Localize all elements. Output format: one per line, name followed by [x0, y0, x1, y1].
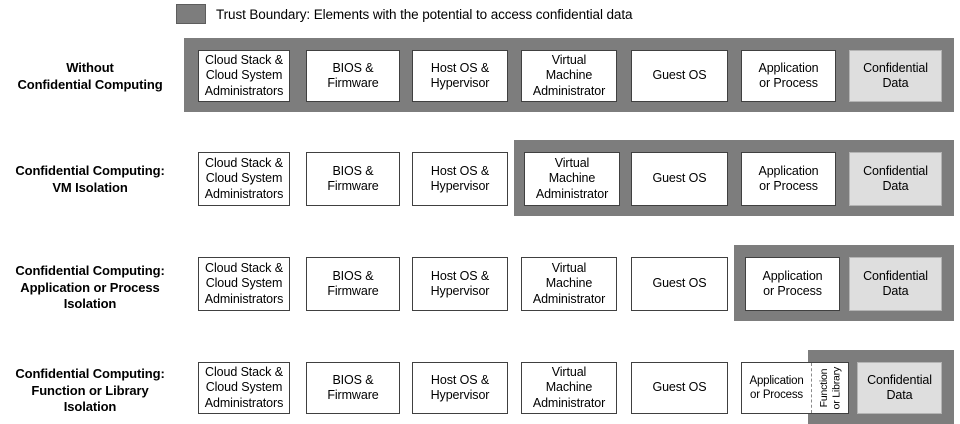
legend-label: Trust Boundary: Elements with the potent… [216, 6, 633, 22]
row-label-line: Without [66, 60, 114, 75]
row-label-without-confidential-computing: Without Confidential Computing [0, 60, 180, 93]
row-label-line: Confidential Computing: [15, 263, 165, 278]
cell-bios-firmware-row-2: BIOS &Firmware [306, 152, 400, 206]
row-label-line: Confidential Computing: [15, 163, 165, 178]
row-label-function-or-library-isolation: Confidential Computing: Function or Libr… [0, 366, 180, 416]
cell-guest-os-row-2: Guest OS [631, 152, 728, 206]
row-label-line: Isolation [63, 296, 117, 312]
trust-boundary-swatch [176, 4, 206, 24]
cell-host-os-hypervisor-row-3: Host OS &Hypervisor [412, 257, 508, 311]
row-label-line: Confidential Computing: [15, 366, 165, 381]
legend: Trust Boundary: Elements with the potent… [176, 4, 632, 24]
row-label-vm-isolation: Confidential Computing: VM Isolation [0, 163, 180, 196]
row-label-line: VM Isolation [52, 179, 128, 195]
cell-host-os-hypervisor-row-2: Host OS &Hypervisor [412, 152, 508, 206]
row-label-line: Confidential Computing [17, 76, 163, 92]
row-label-line: Function or Library [31, 382, 149, 398]
cell-host-os-hypervisor-row-1: Host OS &Hypervisor [412, 50, 508, 102]
cell-guest-os-row-3: Guest OS [631, 257, 728, 311]
cell-bios-firmware-row-3: BIOS &Firmware [306, 257, 400, 311]
cell-guest-os-row-1: Guest OS [631, 50, 728, 102]
cell-host-os-hypervisor-row-4: Host OS &Hypervisor [412, 362, 508, 414]
cell-bios-firmware-row-1: BIOS &Firmware [306, 50, 400, 102]
row-label-application-or-process-isolation: Confidential Computing: Application or P… [0, 263, 180, 313]
cell-bios-firmware-row-4: BIOS &Firmware [306, 362, 400, 414]
row-label-line: Application or Process [20, 279, 160, 295]
cell-guest-os-row-4: Guest OS [631, 362, 728, 414]
row-label-line: Isolation [63, 399, 117, 415]
